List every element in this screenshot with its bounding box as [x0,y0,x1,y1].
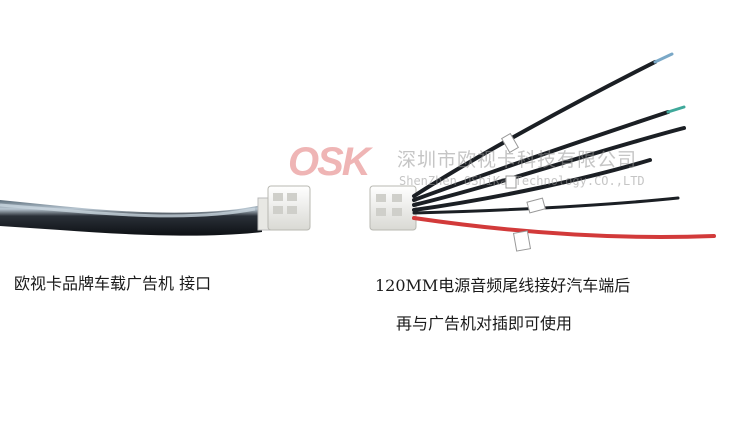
tail-wires [412,52,716,240]
left-cable [0,200,262,236]
watermark-company-cn: 深圳市欧视卡科技有限公司 [397,149,638,171]
wire-tags [500,132,546,252]
left-connector [257,185,311,231]
caption-right-line1: 120MM电源音频尾线接好汽车端后 [375,276,631,295]
right-connector [369,185,417,231]
caption-left: 欧视卡品牌车载广告机 接口 [14,274,212,293]
caption-right-line2: 再与广告机对插即可使用 [396,314,573,333]
watermark-logo: OSK [288,140,371,184]
watermark-company-en: ShenZhen OShiKa Technology.CO.,LTD [399,174,645,188]
